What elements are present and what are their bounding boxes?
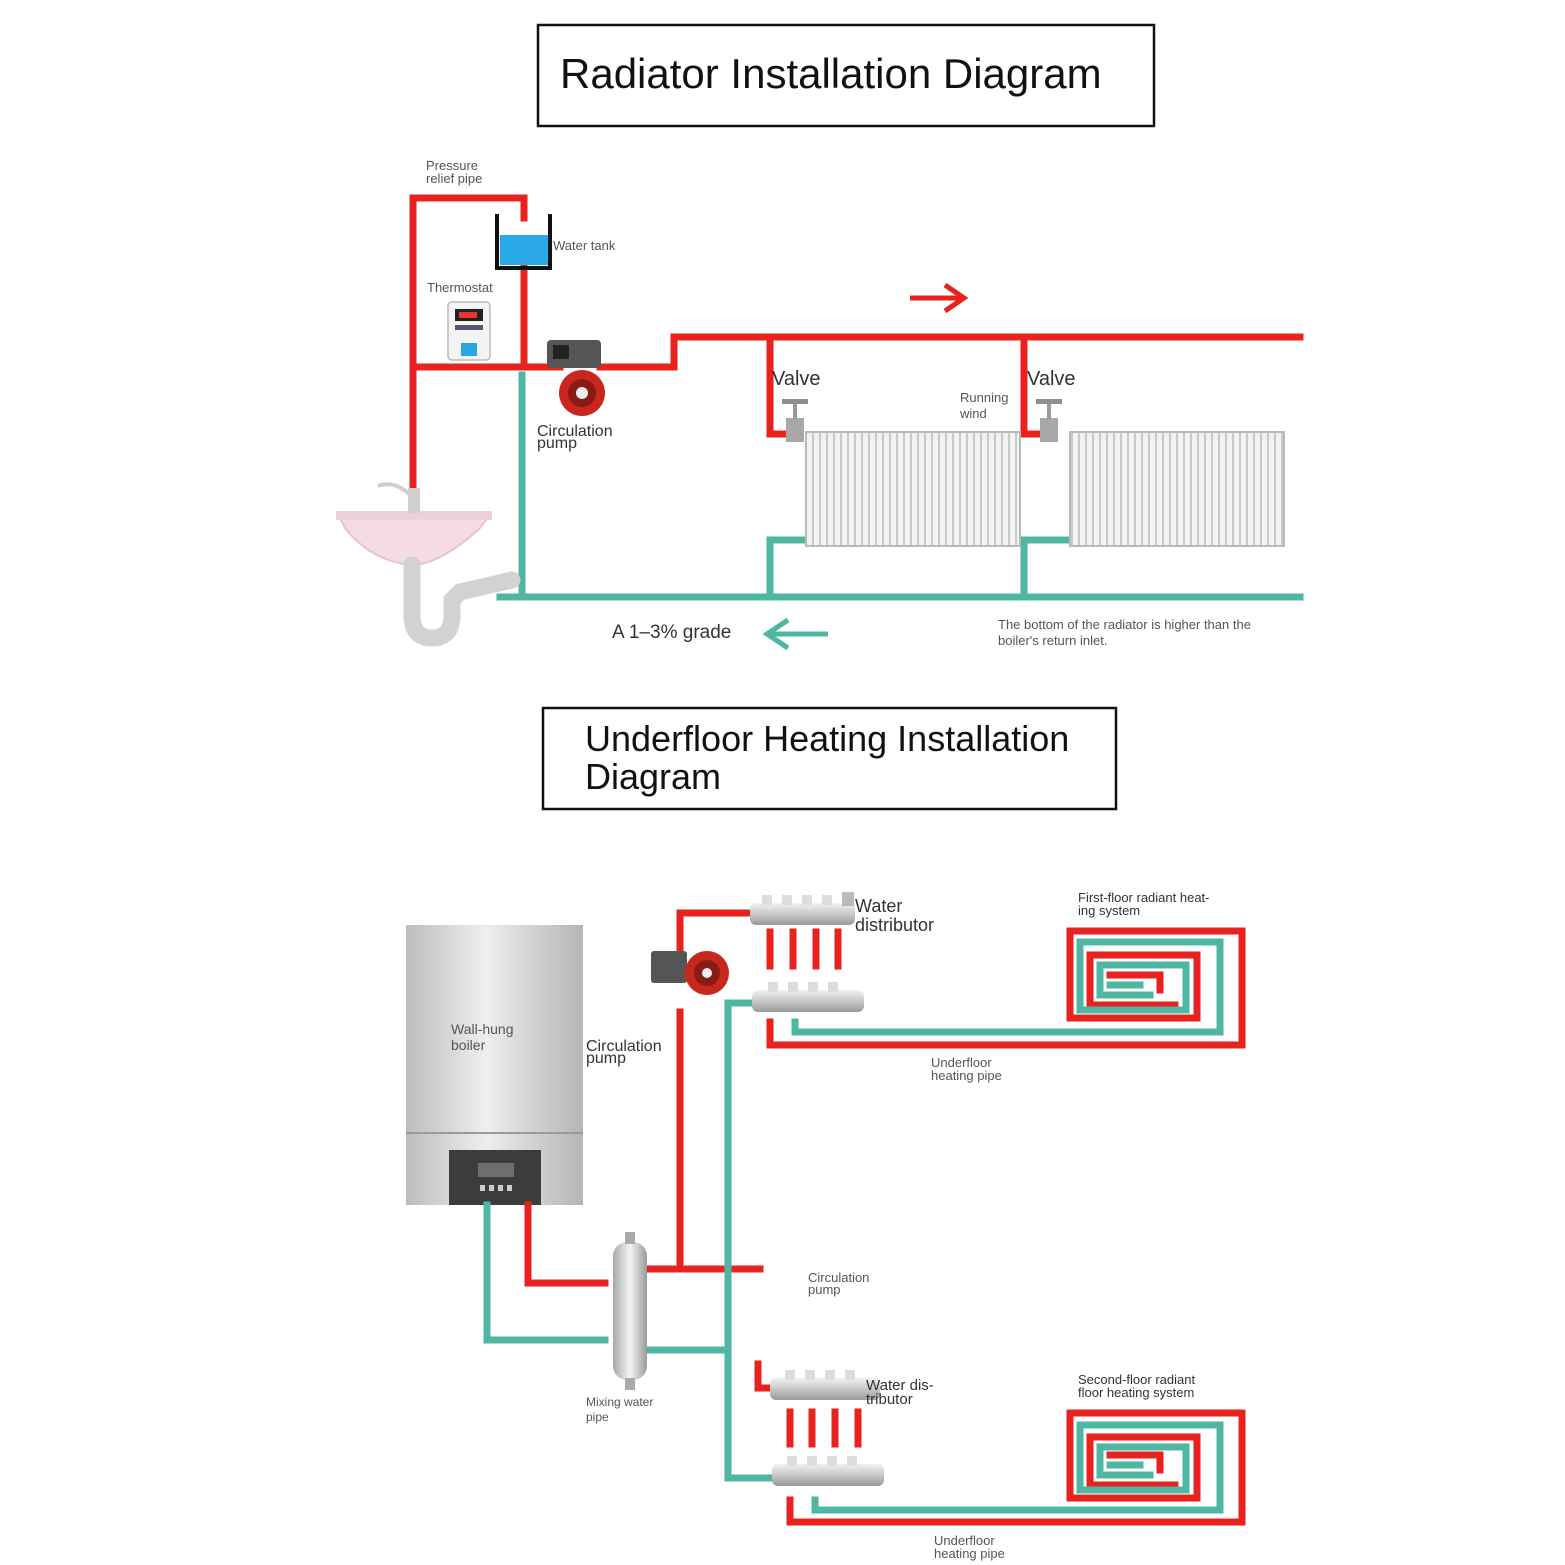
water-distributor-bottom-label: Water dis- xyxy=(866,1377,934,1394)
running-wind-label: Running xyxy=(960,390,1008,405)
underfloor-supply-pipes xyxy=(524,909,1246,1526)
circulation-pump-label: Circulation xyxy=(537,423,613,440)
circulation-pump-label-2: pump xyxy=(537,435,577,452)
underfloor-title-box: Underfloor Heating Installation Diagram xyxy=(541,706,1118,811)
water-distributor-bottom-label-2: tributor xyxy=(866,1391,913,1408)
pressure-relief-label: Pressure xyxy=(426,158,478,173)
circulation-pump-icon xyxy=(547,340,605,416)
first-floor-label-2: ing system xyxy=(1078,903,1140,918)
radiator-1-icon xyxy=(805,431,1021,547)
water-distributor-top-label: Water xyxy=(855,896,902,916)
thermostat-label: Thermostat xyxy=(427,280,493,295)
mixing-pipe-label: Mixing water xyxy=(586,1395,653,1409)
circulation-pump-top-label-2: pump xyxy=(586,1050,626,1067)
radiator-2-icon xyxy=(1069,431,1285,547)
valve-2-label: Valve xyxy=(1027,368,1076,390)
water-tank-label: Water tank xyxy=(553,238,616,253)
water-distributor-bottom-return-icon xyxy=(772,1456,884,1486)
mixing-pipe-label-2: pipe xyxy=(586,1410,609,1424)
radiator-title: Radiator Installation Diagram xyxy=(560,50,1102,97)
underfloor-pipe-bottom-label: Underfloor xyxy=(934,1533,995,1548)
radiator-return-pipes xyxy=(496,371,1304,601)
underfloor-pipe-top-label: Underfloor xyxy=(931,1055,992,1070)
underfloor-title-2: Diagram xyxy=(585,756,721,797)
wall-hung-boiler-icon xyxy=(406,925,583,1205)
circulation-pump-mid-label-2: pump xyxy=(808,1282,841,1297)
water-distributor-top-label-2: distributor xyxy=(855,915,934,935)
flow-arrow-right-icon xyxy=(910,282,969,314)
underfloor-return-pipes xyxy=(483,938,1224,1514)
radiator-title-box: Radiator Installation Diagram xyxy=(536,23,1156,128)
radiator-note-label-2: boiler's return inlet. xyxy=(998,633,1107,648)
pressure-relief-label-2: relief pipe xyxy=(426,171,482,186)
circulation-pump-mid-label: Circulation xyxy=(808,1270,869,1285)
valve-1-label: Valve xyxy=(772,368,821,390)
grade-label: A 1–3% grade xyxy=(612,622,731,643)
underfloor-title: Underfloor Heating Installation xyxy=(585,718,1069,759)
mixing-water-pipe-icon xyxy=(613,1232,647,1390)
radiator-labels: Pressure relief pipe Water tank Thermost… xyxy=(426,158,1251,648)
second-floor-label-2: floor heating system xyxy=(1078,1385,1194,1400)
underfloor-pipe-top-label-2: heating pipe xyxy=(931,1068,1002,1083)
boiler-label-2: boiler xyxy=(451,1037,486,1053)
boiler-label: Wall-hung xyxy=(451,1021,514,1037)
sink-icon xyxy=(336,482,521,647)
flow-arrow-left-icon xyxy=(762,617,828,651)
radiator-supply-pipes xyxy=(409,194,1304,489)
thermostat-icon xyxy=(447,301,491,361)
circulation-pump-top-label: Circulation xyxy=(586,1038,662,1055)
running-wind-label-2: wind xyxy=(959,406,987,421)
underfloor-pipe-bottom-label-2: heating pipe xyxy=(934,1546,1005,1561)
first-floor-label: First-floor radiant heat- xyxy=(1078,890,1210,905)
water-distributor-top-return-icon xyxy=(752,982,864,1012)
radiator-note-label: The bottom of the radiator is higher tha… xyxy=(998,617,1251,632)
valve-1-icon xyxy=(782,399,808,442)
underfloor-labels: Wall-hung boiler Circulation pump Water … xyxy=(451,890,1210,1561)
circulation-pump-bottom-icon xyxy=(651,951,729,995)
water-distributor-bottom-icon xyxy=(770,1370,880,1400)
water-distributor-top-icon xyxy=(750,892,855,925)
second-floor-label: Second-floor radiant xyxy=(1078,1372,1195,1387)
valve-2-icon xyxy=(1036,399,1062,442)
water-tank-icon xyxy=(495,214,552,270)
